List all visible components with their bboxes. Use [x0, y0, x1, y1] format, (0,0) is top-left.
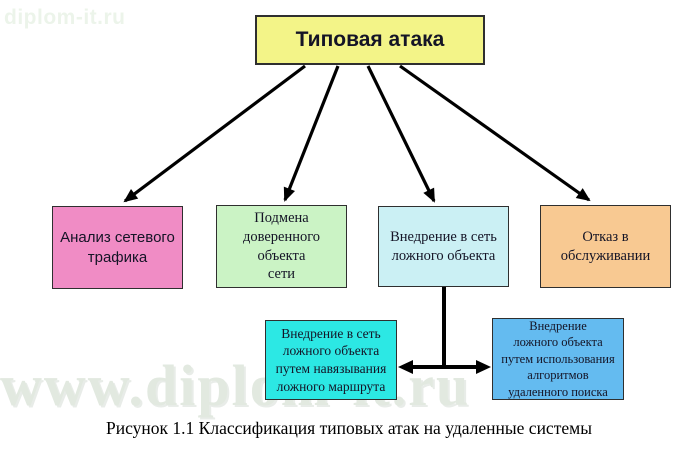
node-label: Внедрение ложного объекта путем использо…: [501, 318, 615, 399]
arrow-root-to-false-object: [366, 65, 436, 203]
arrow-root-to-dos: [399, 64, 591, 202]
node-label: Подмена доверенного объекта сети: [242, 209, 321, 283]
node-traffic-analysis: Анализ сетевого трафика: [52, 206, 183, 289]
node-trusted-object-substitution: Подмена доверенного объекта сети: [216, 205, 347, 288]
figure-caption: Рисунок 1.1 Классификация типовых атак н…: [106, 418, 592, 438]
node-label: Анализ сетевого трафика: [60, 229, 175, 266]
node-false-route-injection: Внедрение в сеть ложного объекта путем н…: [265, 320, 397, 400]
arrow-root-to-trusted-object: [283, 65, 340, 202]
node-label: Отказ в обслуживании: [560, 228, 651, 264]
node-remote-search-injection: Внедрение ложного объекта путем использо…: [492, 318, 624, 400]
node-denial-of-service: Отказ в обслуживании: [540, 205, 671, 288]
node-label: Внедрение в сеть ложного объекта: [390, 228, 497, 264]
corner-watermark: diplom-it.ru: [4, 6, 126, 29]
node-typical-attack: Типовая атака: [255, 15, 485, 65]
arrow-root-to-traffic-analysis: [123, 64, 306, 203]
node-label: Внедрение в сеть ложного объекта путем н…: [275, 325, 387, 394]
node-false-object-injection: Внедрение в сеть ложного объекта: [378, 206, 509, 287]
node-label: Типовая атака: [295, 28, 445, 51]
